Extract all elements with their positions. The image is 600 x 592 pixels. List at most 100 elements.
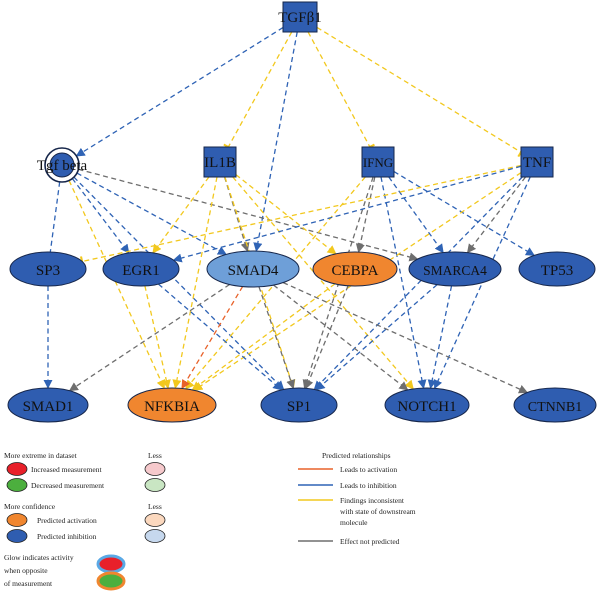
node-label-ctnnb1: CTNNB1 [528,400,582,415]
legend-inhibition-swatch [6,529,28,543]
edge-cebpa-to-nfkbia [191,283,336,391]
node-egr1[interactable]: EGR1 [102,251,180,287]
node-ifng[interactable]: IFNG [361,146,395,178]
node-label-smarca4: SMARCA4 [423,263,487,278]
edge-il1b-to-nfkbia [172,176,218,389]
legend-decreased-swatch [6,478,28,492]
legend-glow: Glow indicates activity when opposite of… [4,553,126,591]
legend-leads-inhibition: Leads to inhibition [340,481,397,490]
legend-measurement: More extreme in dataset Less Increased m… [4,451,166,492]
legend-decreased-label: Decreased measurement [31,481,105,490]
node-sp1[interactable]: SP1 [260,387,338,423]
legend-inconsistent-line3: molecule [340,518,368,527]
edge-tgfbeta-to-smad4 [76,172,227,255]
node-tnf[interactable]: TNF [520,146,554,178]
edge-il1b-to-egr1 [152,176,210,254]
node-tgfbeta[interactable]: Tgf beta [37,147,88,183]
legend-glow-line1: Glow indicates activity [4,553,74,562]
legend-glow-line2: when opposite [4,566,48,575]
legend-inhibition-label: Predicted inhibition [37,532,97,541]
legend-leads-activation: Leads to activation [340,465,397,474]
node-tp53[interactable]: TP53 [518,251,596,287]
node-tgfb1[interactable]: TGFβ1 [278,1,322,33]
node-label-cebpa: CEBPA [332,263,379,279]
legend-glow-line3: of measurement [4,579,53,588]
edge-layer [43,26,535,394]
node-label-smad1: SMAD1 [23,399,74,415]
node-label-nfkbia: NFKBIA [144,399,200,415]
edge-il1b-to-notch1 [232,176,414,390]
legend-inconsistent-line1: Findings inconsistent [340,496,405,505]
edge-smarca4-to-sp1 [315,284,438,391]
legend-increased-label: Increased measurement [31,465,103,474]
edge-tnf-to-notch1 [433,176,531,390]
node-label-egr1: EGR1 [122,263,160,279]
edge-tnf-to-sp3 [79,164,522,267]
node-notch1[interactable]: NOTCH1 [384,387,470,423]
edge-ifng-to-notch1 [380,176,427,389]
legend-increased-less-swatch [144,462,166,476]
edge-smad4-to-notch1 [273,284,409,391]
edge-tgfb1-to-il1b [223,31,293,151]
legend-confidence: More confidence Less Predicted activatio… [4,502,166,543]
node-label-tgfbeta: Tgf beta [37,158,88,174]
edge-smad4-to-sp1 [258,286,295,390]
node-layer: TGFβ1 Tgf beta IL1B IFNG TNF SP3 [7,1,597,423]
edge-tgfb1-to-tgfbeta [75,27,284,157]
edge-il1b-to-cebpa [235,174,337,255]
legend-confidence-title: More confidence [4,502,56,511]
edge-tnf-to-egr1 [172,165,522,263]
legend-glow-red-swatch [96,554,126,574]
edge-tgfb1-to-ifng [307,31,375,151]
node-label-tp53: TP53 [541,263,574,279]
edge-tgfbeta-to-sp3 [49,181,61,253]
node-label-smad4: SMAD4 [228,263,279,279]
edge-smad4-to-smad1 [68,283,230,392]
legend-decreased-less-swatch [144,478,166,492]
node-label-tnf: TNF [523,155,551,171]
node-label-tgfb1: TGFβ1 [278,10,321,26]
legend-activation-less-swatch [144,513,166,527]
node-smarca4[interactable]: SMARCA4 [408,251,502,287]
legend-increased-swatch [6,462,28,476]
edge-tnf-to-sp1 [313,176,523,391]
edge-tgfb1-to-smad4 [253,31,298,252]
edge-tgfb1-to-tnf [316,26,525,158]
node-label-sp3: SP3 [36,263,60,279]
legend-inconsistent-line2: with state of downstream [340,507,416,516]
legend-activation-swatch [6,513,28,527]
edge-egr1-to-sp1 [158,283,283,391]
node-nfkbia[interactable]: NFKBIA [127,387,217,423]
legend-less-label-1: Less [148,451,162,460]
edge-smad4-to-ctnnb1 [282,282,529,394]
node-label-il1b: IL1B [204,155,236,171]
legend-relationships: Predicted relationships Leads to activat… [298,451,416,546]
legend-less-label-2: Less [148,502,162,511]
edge-egr1-to-nfkbia [144,285,171,389]
edge-tgfbeta-to-nfkbia [68,180,166,390]
edge-cebpa-to-sp1 [304,285,349,390]
edge-ifng-to-cebpa [355,176,376,253]
node-sp3[interactable]: SP3 [9,251,87,287]
legend-activation-label: Predicted activation [37,516,97,525]
edge-ifng-to-smarca4 [388,176,444,254]
node-cebpa[interactable]: CEBPA [312,251,398,287]
edge-tnf-to-smarca4 [466,176,527,254]
legend-relationships-title: Predicted relationships [322,451,391,460]
node-ctnnb1[interactable]: CTNNB1 [513,387,597,423]
legend-inhibition-less-swatch [144,529,166,543]
legend-measurement-title: More extreme in dataset [4,451,78,460]
node-label-ifng: IFNG [363,155,393,170]
node-label-sp1: SP1 [287,399,311,415]
edge-smad4-to-nfkbia [181,286,244,390]
legend-glow-green-swatch [96,571,126,591]
edge-ifng-to-tp53 [393,171,535,256]
node-smad4[interactable]: SMAD4 [206,250,300,288]
legend: More extreme in dataset Less Increased m… [4,451,416,591]
edge-tgfbeta-to-egr1 [71,178,130,254]
edge-smarca4-to-notch1 [427,285,453,389]
node-il1b[interactable]: IL1B [203,146,237,178]
node-smad1[interactable]: SMAD1 [7,387,89,423]
legend-not-predicted: Effect not predicted [340,537,400,546]
